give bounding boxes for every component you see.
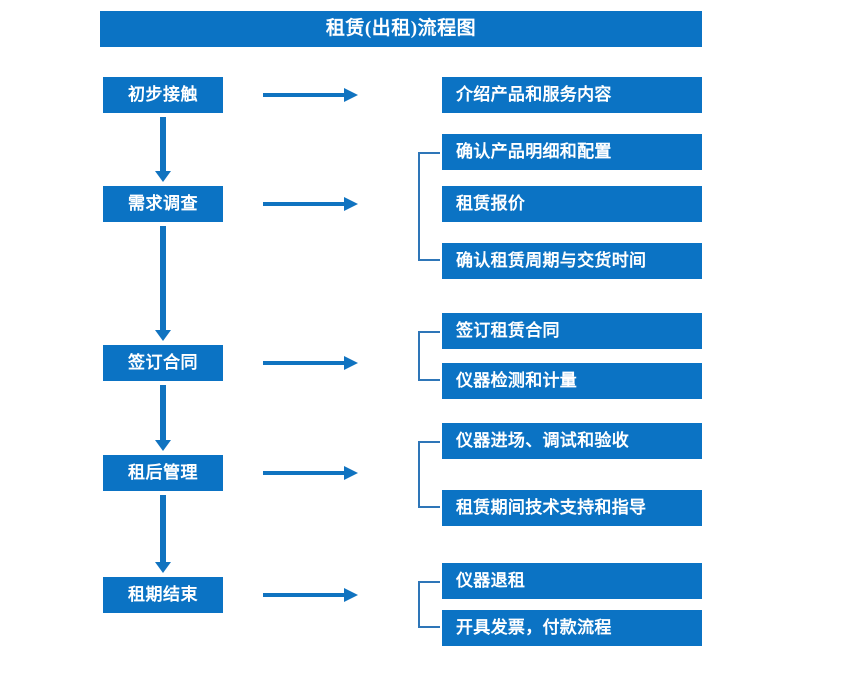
detail-box-instrument-return[interactable]: 仪器退租 bbox=[442, 563, 702, 599]
bracket-sign-contract-group bbox=[418, 331, 440, 381]
horizontal-arrow-initial-contact bbox=[263, 88, 358, 102]
detail-box-instrument-inspection[interactable]: 仪器检测和计量 bbox=[442, 363, 702, 399]
detail-box-instrument-delivery-commissioning[interactable]: 仪器进场、调试和验收 bbox=[442, 423, 702, 459]
horizontal-arrow-post-rental-management bbox=[263, 466, 358, 480]
detail-box-introduce-products[interactable]: 介绍产品和服务内容 bbox=[442, 77, 702, 113]
bracket-needs-survey-group bbox=[418, 152, 440, 261]
stage-box-post-rental-management[interactable]: 租后管理 bbox=[103, 455, 223, 491]
vertical-arrow-contact-to-survey bbox=[155, 117, 171, 182]
horizontal-arrow-needs-survey bbox=[263, 197, 358, 211]
vertical-arrow-contract-to-management bbox=[155, 385, 171, 451]
stage-box-sign-contract[interactable]: 签订合同 bbox=[103, 345, 223, 381]
detail-box-technical-support[interactable]: 租赁期间技术支持和指导 bbox=[442, 490, 702, 526]
horizontal-arrow-sign-contract bbox=[263, 356, 358, 370]
detail-box-rental-quotation[interactable]: 租赁报价 bbox=[442, 186, 702, 222]
detail-box-invoice-payment[interactable]: 开具发票，付款流程 bbox=[442, 610, 702, 646]
stage-box-rental-end[interactable]: 租期结束 bbox=[103, 577, 223, 613]
bracket-rental-end-group bbox=[418, 581, 440, 628]
detail-box-sign-rental-contract[interactable]: 签订租赁合同 bbox=[442, 313, 702, 349]
stage-box-needs-survey[interactable]: 需求调查 bbox=[103, 186, 223, 222]
diagram-title: 租赁(出租)流程图 bbox=[100, 11, 702, 47]
horizontal-arrow-rental-end bbox=[263, 588, 358, 602]
vertical-arrow-survey-to-contract bbox=[155, 226, 171, 341]
bracket-post-rental-management-group bbox=[418, 441, 440, 508]
detail-box-confirm-rental-period[interactable]: 确认租赁周期与交货时间 bbox=[442, 243, 702, 279]
vertical-arrow-management-to-end bbox=[155, 495, 171, 573]
detail-box-confirm-product-details[interactable]: 确认产品明细和配置 bbox=[442, 134, 702, 170]
stage-box-initial-contact[interactable]: 初步接触 bbox=[103, 77, 223, 113]
